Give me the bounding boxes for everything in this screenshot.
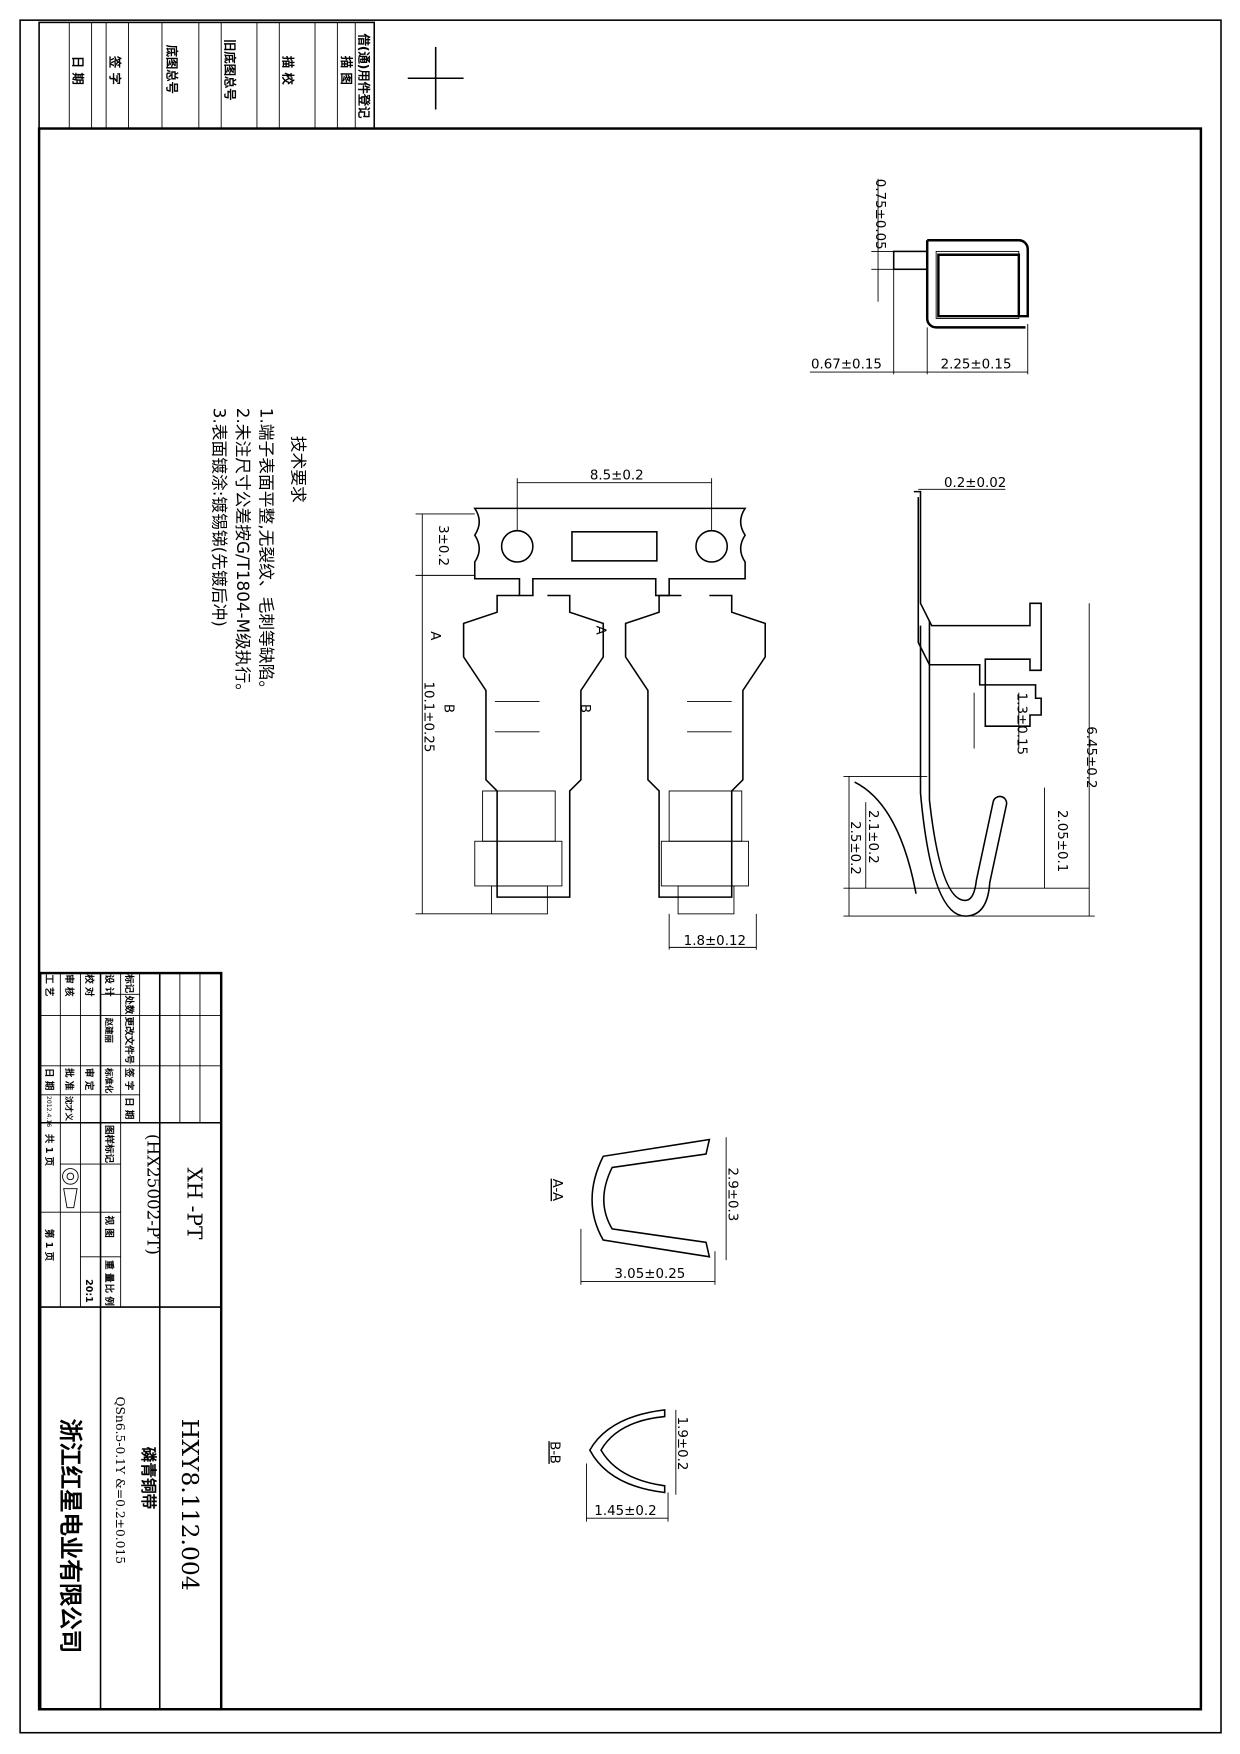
section-mark-a-right: A <box>593 626 608 636</box>
row-review-label: 审 核 <box>63 974 75 997</box>
company-name: 浙江红星电业有限公司 <box>57 1419 85 1653</box>
sheet-number: 第 1 页 <box>43 1229 55 1262</box>
top-view: 0.75±0.05 0.67±0.15 2.25±0.15 <box>809 178 1029 375</box>
section-mark-b-left: B <box>441 704 456 713</box>
tech-req-title: 技术要求 <box>289 436 309 503</box>
section-label-aa: A-A <box>549 1179 564 1202</box>
dim-2-25: 2.25±0.15 <box>941 358 1012 373</box>
dim-0-75: 0.75±0.05 <box>872 179 887 250</box>
dim-8-5: 8.5±0.2 <box>590 468 644 483</box>
row-check-label: 校 对 <box>83 974 95 997</box>
dim-6-45: 6.45±0.2 <box>1083 726 1098 788</box>
material-spec: QSn6.5-0.1Y &=0.2±0.015 <box>113 1396 127 1564</box>
dim-2-5: 2.5±0.2 <box>847 821 862 875</box>
strip-label-trace: 描 图 <box>339 56 354 85</box>
row-review-approve: 批 准 <box>63 1068 75 1091</box>
drawing-number: HXY8.112.004 <box>176 1419 204 1591</box>
row-review-name: 沈才义 <box>64 1096 74 1122</box>
dim-1-3: 1.3±0.15 <box>1014 693 1029 755</box>
tech-req-item-2: 2.未注尺寸公差按G/T1804-M级执行。 <box>233 408 253 700</box>
dim-3-05: 3.05±0.25 <box>614 1267 685 1282</box>
title-block: 标记 处数 更改文件号 签 字 日 期 设 计 赵建丽 标准化 校 对 审 定 … <box>38 971 223 1711</box>
part-code: (HX25002-PT) <box>143 1134 163 1255</box>
section-label-bb: B-B <box>547 1441 562 1464</box>
row-design-label: 设 计 <box>103 974 115 997</box>
projection-symbol-icon <box>62 1168 79 1209</box>
strip-label-old-base: 旧底图总号 <box>223 39 238 100</box>
dim-2-05: 2.05±0.1 <box>1054 810 1069 872</box>
tech-req-item-1: 1.端子表面平整,无裂纹、毛刺等缺陷。 <box>256 408 276 697</box>
section-mark-b-right: B <box>577 704 592 713</box>
row-check-approve: 审 定 <box>83 1068 95 1091</box>
front-view: 8.5±0.2 3±0.2 10.1±0.25 1.8±0.12 A A B B <box>415 468 767 950</box>
attr-view: 视 图 <box>103 1215 115 1237</box>
dim-2-9: 2.9±0.3 <box>724 1167 739 1221</box>
revision-strip: 借(通)用件登记 描 图 描 校 旧底图总号 底图总号 签 字 日 期 <box>38 21 376 130</box>
row-process-date: 2012.4.16 <box>45 1096 52 1127</box>
th-count: 处数 <box>123 994 135 1014</box>
sheets-total: 共 1 页 <box>43 1134 55 1167</box>
tech-req-item-3: 3.表面镀涂:镀锡锑(先镀后冲) <box>209 408 229 627</box>
registration-cross <box>407 46 464 110</box>
part-name: XH -PT <box>183 1167 207 1240</box>
attr-weight: 重 量 <box>103 1260 115 1283</box>
attr-sample-mark: 图样标记 <box>103 1125 115 1163</box>
scale-value: 20:1 <box>83 1279 94 1303</box>
material: 磷青铜带 <box>139 1447 158 1510</box>
dim-0-2: 0.2±0.02 <box>944 476 1006 491</box>
section-bb: 1.9±0.2 1.45±0.2 B-B <box>547 1408 689 1522</box>
side-view: 0.2±0.02 1.3±0.15 6.45±0.2 2.1±0.2 2.5±0… <box>843 476 1098 917</box>
th-mark: 标记 <box>123 973 135 993</box>
row-design-name: 赵建丽 <box>104 1017 114 1044</box>
th-date: 日 期 <box>123 1097 135 1119</box>
section-aa: 2.9±0.3 3.05±0.25 A-A <box>549 1137 739 1285</box>
strip-label-base: 底图总号 <box>165 45 180 94</box>
inner-frame <box>37 127 1203 1711</box>
dim-3: 3±0.2 <box>435 525 450 566</box>
row-process-date-label: 日 期 <box>43 1068 55 1090</box>
attr-scale: 比 例 <box>103 1284 115 1306</box>
dim-1-9: 1.9±0.2 <box>674 1417 689 1471</box>
strip-label-date: 日 期 <box>71 56 86 85</box>
dim-2-1: 2.1±0.2 <box>865 810 880 864</box>
dim-0-67: 0.67±0.15 <box>811 358 882 373</box>
th-sign: 签 字 <box>123 1067 135 1091</box>
strip-label-borrow: 借(通)用件登记 <box>357 33 372 120</box>
row-process-label: 工 艺 <box>43 974 55 997</box>
strip-label-trace-check: 描 校 <box>281 56 296 86</box>
strip-label-sign: 签 字 <box>108 55 123 85</box>
row-design-std: 标准化 <box>104 1067 114 1094</box>
dim-1-45: 1.45±0.2 <box>594 1504 656 1519</box>
dim-10-1: 10.1±0.25 <box>421 682 436 753</box>
section-mark-a-left: A <box>427 631 442 641</box>
tech-requirements: 技术要求 1.端子表面平整,无裂纹、毛刺等缺陷。 2.未注尺寸公差按G/T180… <box>209 408 308 700</box>
th-change-doc: 更改文件号 <box>123 1017 135 1065</box>
dim-1-8: 1.8±0.12 <box>684 934 746 949</box>
outer-border <box>19 19 1222 1734</box>
